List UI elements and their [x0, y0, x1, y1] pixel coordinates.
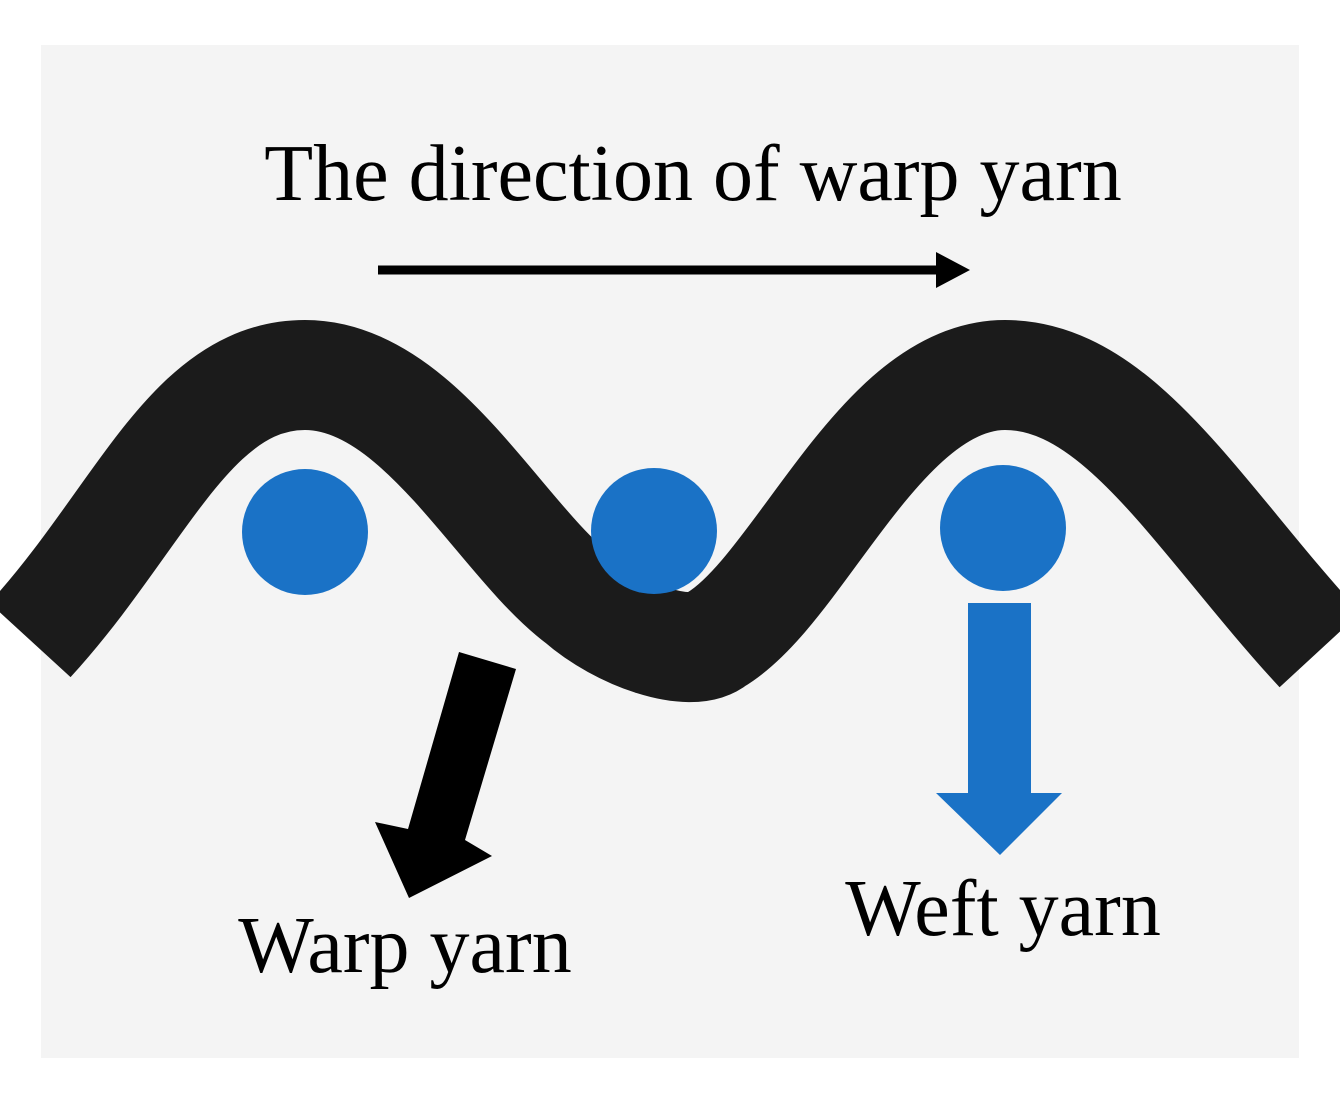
warp-direction-title: The direction of warp yarn — [264, 130, 1121, 218]
warp-direction-arrow — [378, 252, 970, 288]
weft-yarn-pointer-arrow — [936, 603, 1062, 855]
warp-yarn-label: Warp yarn — [238, 902, 571, 990]
warp-yarn-pointer-arrow — [375, 652, 516, 898]
weft-yarn-cross-section — [242, 469, 368, 595]
weft-yarn-cross-section — [940, 465, 1066, 591]
weft-yarn-cross-section — [591, 468, 717, 594]
warp-yarn-wave — [0, 319, 1340, 703]
weft-yarn-label: Weft yarn — [845, 865, 1161, 953]
